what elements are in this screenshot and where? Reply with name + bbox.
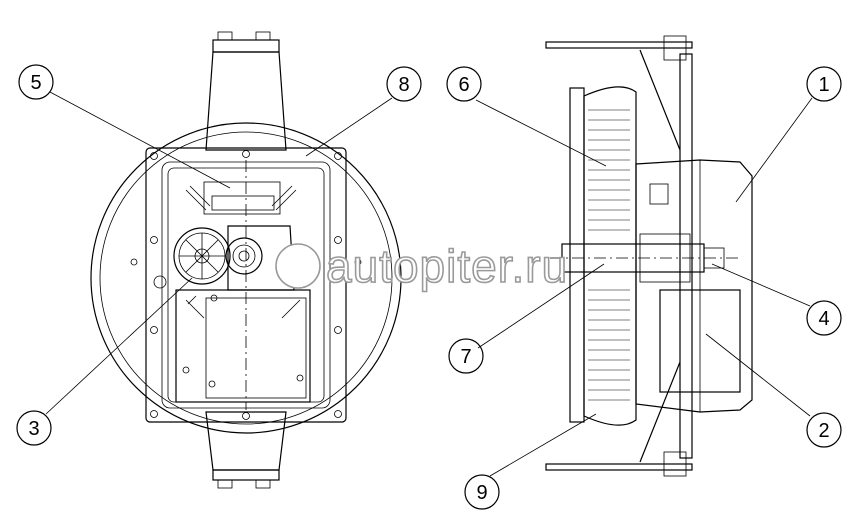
mounting-frame: [145, 147, 347, 423]
top-bracket: [205, 51, 287, 151]
fan-grill-hatching: [588, 109, 630, 401]
top-bracket-plate: [212, 39, 280, 53]
top-arm-bolt: [663, 35, 687, 61]
callout-8-label: 8: [398, 74, 409, 96]
callout-6-label: 6: [458, 74, 469, 96]
callout-6: 6: [446, 66, 482, 102]
frame-screws: [130, 150, 362, 420]
callout-2-label: 2: [818, 420, 829, 442]
callout-1-label: 1: [818, 74, 829, 96]
label-plate-inner: [211, 195, 275, 211]
callout-5: 5: [18, 64, 54, 100]
lower-housing-inner: [205, 297, 307, 399]
flange-plate: [679, 53, 693, 459]
callout-4-label: 4: [818, 308, 829, 330]
bottom-arm: [545, 463, 693, 471]
top-arm: [545, 41, 693, 49]
motor-housing: [635, 159, 753, 413]
callout-8: 8: [386, 66, 422, 102]
fan-wheel: [173, 227, 231, 285]
bottom-bolt-right: [255, 479, 271, 489]
front-view: [90, 31, 402, 489]
callout-9: 9: [464, 474, 500, 510]
top-bolt-right: [255, 31, 271, 41]
top-bolt-left: [217, 31, 233, 41]
callout-2: 2: [806, 412, 842, 448]
watermark-logo-icon: [275, 243, 321, 289]
motor-gear: [225, 237, 263, 275]
callout-7-label: 7: [460, 346, 471, 368]
label-plate-braces: [185, 185, 297, 211]
shroud-outer-circle: [90, 122, 402, 434]
lower-housing: [175, 289, 311, 403]
bottom-bracket: [205, 411, 287, 471]
fan-spokes: [179, 233, 225, 279]
callout-3-label: 3: [28, 418, 39, 440]
callout-4: 4: [806, 300, 842, 336]
callout-3: 3: [16, 410, 52, 446]
callout-5-label: 5: [30, 72, 41, 94]
callout-leaders: [45, 91, 813, 477]
motor-bracket: [649, 183, 669, 205]
bottom-bracket-plate: [212, 469, 280, 481]
lower-braces: [185, 295, 301, 319]
fan-rim: [569, 87, 585, 423]
fan-blade-profile: [583, 86, 637, 426]
shroud-profile: [639, 49, 681, 463]
bottom-bolt-left: [217, 479, 233, 489]
callout-9-label: 9: [476, 482, 487, 504]
callout-7: 7: [448, 338, 484, 374]
watermark: autopiter.ru: [275, 239, 568, 293]
callout-1: 1: [806, 66, 842, 102]
side-section-view: [545, 35, 753, 477]
label-plate: [203, 181, 281, 215]
shroud-inner-circle: [99, 131, 393, 425]
lug-left: [153, 275, 167, 289]
bottom-arm-bolt: [663, 451, 687, 477]
watermark-text: autopiter.ru: [326, 240, 568, 292]
